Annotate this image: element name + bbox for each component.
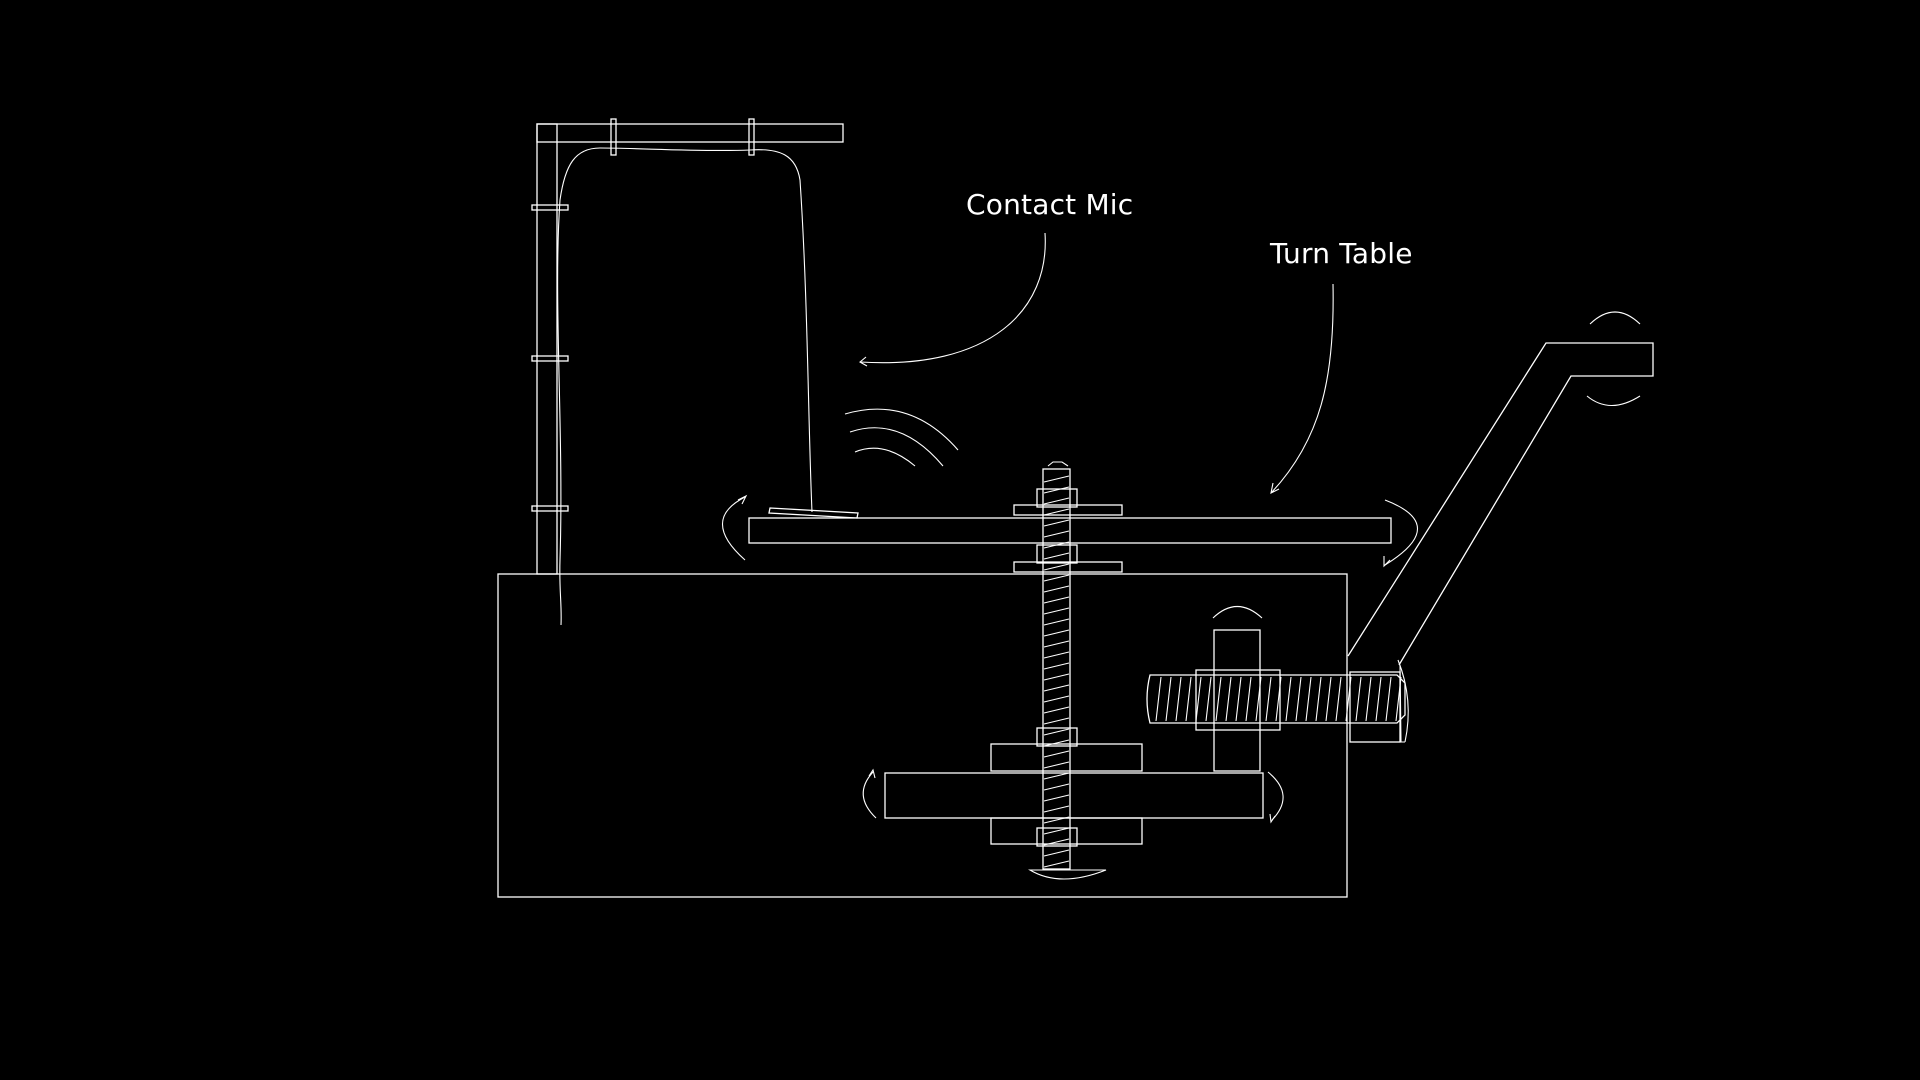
- sound-waves: [844, 408, 959, 467]
- turn-table-label: Turn Table: [1270, 237, 1413, 270]
- pinion-gear: [1213, 629, 1261, 772]
- crank-rotation-arrows: [1586, 311, 1641, 407]
- mic-cable: [557, 147, 813, 626]
- horizontal-threaded-shaft: [1146, 669, 1406, 743]
- vertical-threaded-shaft: [1013, 461, 1123, 880]
- contact-mic-label: Contact Mic: [966, 188, 1134, 221]
- contact-mic-pad: [768, 507, 859, 519]
- base-box: [497, 573, 1348, 898]
- mic-stand: [531, 118, 844, 575]
- lower-gear: [884, 743, 1264, 845]
- vertical-shaft-threads: [1043, 475, 1070, 868]
- crank-handle: [1347, 342, 1654, 743]
- pinion-rotation-arrow: [1212, 605, 1263, 619]
- lower-gear-rotation-arrows: [862, 768, 1284, 824]
- horizontal-shaft-threads: [1155, 676, 1402, 722]
- platter-rotation-arrows: [721, 494, 1418, 568]
- turn-table-pointer-arrow: [1270, 283, 1334, 494]
- contact-mic-pointer-arrow: [859, 232, 1046, 367]
